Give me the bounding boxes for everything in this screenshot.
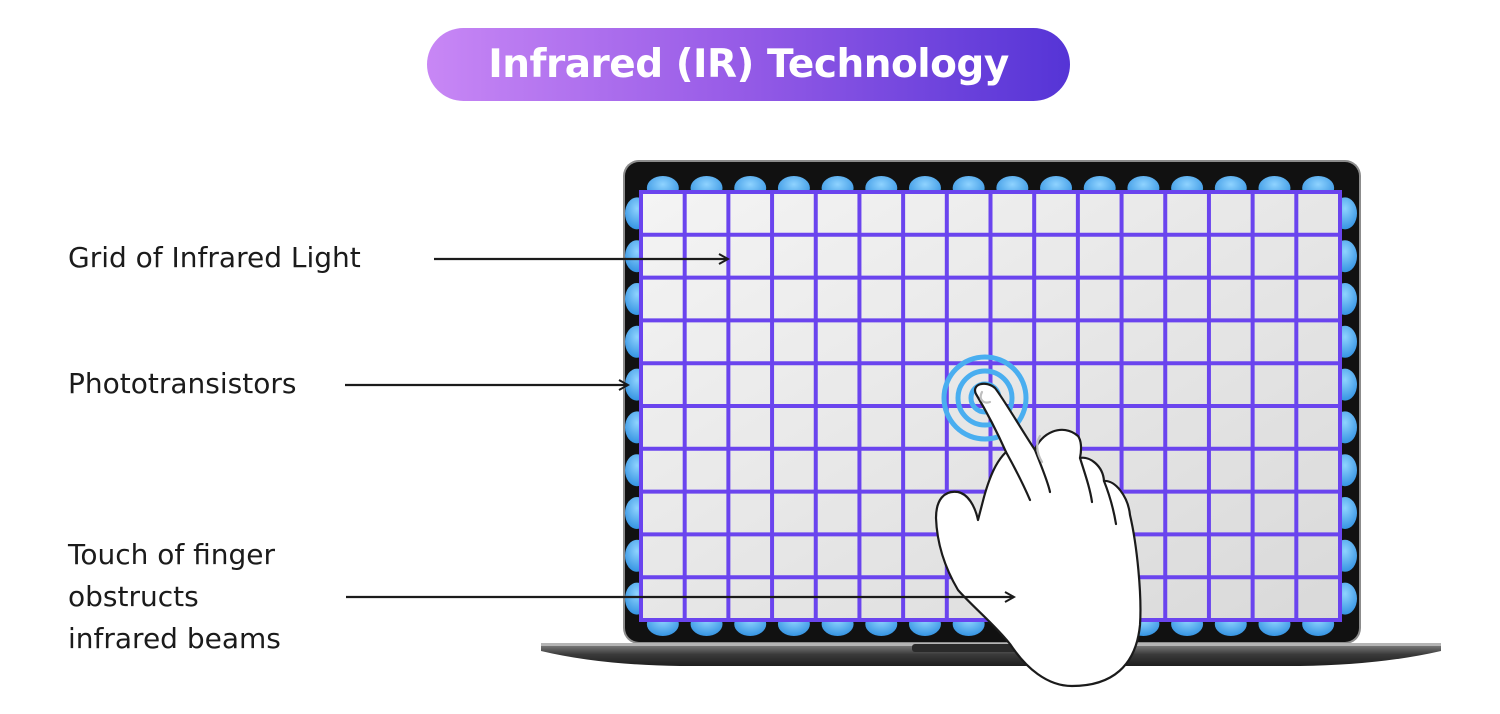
title-badge: Infrared (IR) Technology — [427, 28, 1070, 101]
label-grid: Grid of Infrared Light — [68, 241, 361, 274]
label-touch-line2: obstructs — [68, 580, 199, 613]
laptop-base — [541, 643, 1441, 666]
pointing-hand-icon — [934, 382, 1142, 688]
label-phototransistors: Phototransistors — [68, 367, 297, 400]
page-title: Infrared (IR) Technology — [488, 42, 1009, 87]
label-touch-line1: Touch of finger — [68, 538, 276, 571]
label-touch-line3: infrared beams — [68, 622, 281, 655]
